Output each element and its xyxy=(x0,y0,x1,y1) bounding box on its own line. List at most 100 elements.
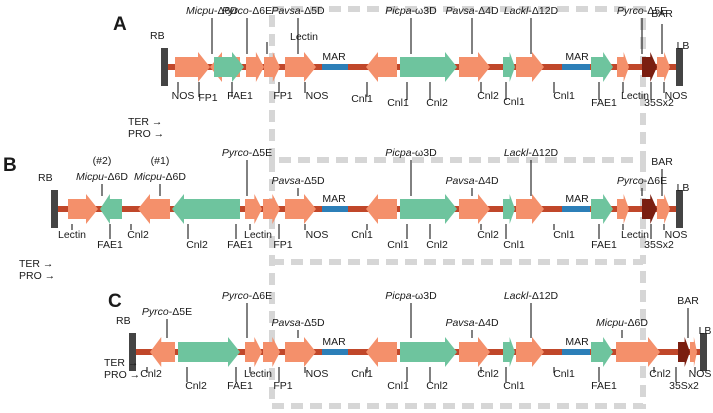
element-label-below: Lectin xyxy=(58,229,86,241)
element-label-below: Cnl2 xyxy=(185,380,207,392)
gene-arrow xyxy=(459,194,490,224)
gene-title: Micpu-Δ6D xyxy=(596,317,648,329)
element-label-below: FAE1 xyxy=(227,90,253,102)
gene-title: Pyrco-Δ6E xyxy=(617,175,667,187)
element-label-below: FAE1 xyxy=(227,380,253,392)
gene-title: Lackl-Δ12D xyxy=(504,5,559,17)
gene-arrow xyxy=(516,337,544,367)
promoter-legend: PRO → xyxy=(104,369,140,381)
element-label-below: NOS xyxy=(172,90,195,102)
promoter-arrow xyxy=(100,194,122,224)
promoter-arrow xyxy=(503,194,515,224)
left-border-block xyxy=(700,333,707,371)
right-border-block xyxy=(161,48,168,86)
gene-arrow xyxy=(616,337,660,367)
promoter-arrow xyxy=(400,194,457,224)
element-label-below: FAE1 xyxy=(591,380,617,392)
element-label-below: Cnl1 xyxy=(503,239,525,251)
element-label-above: MAR xyxy=(322,193,346,205)
gene-arrow xyxy=(690,337,697,367)
promoter-arrow xyxy=(400,52,457,82)
gene-arrow xyxy=(285,52,316,82)
gene-arrow xyxy=(246,52,264,82)
promoter-legend: PRO → xyxy=(19,270,55,282)
gene-title: Pavsa-Δ4D xyxy=(445,317,499,329)
gene-arrow xyxy=(366,194,397,224)
right-border-block xyxy=(129,333,136,371)
terminator-legend: TER → xyxy=(104,357,138,369)
mar-element xyxy=(562,64,590,70)
gene-copy-number: (#2) xyxy=(93,155,112,167)
element-label-below: Cnl1 xyxy=(351,229,373,241)
gene-arrow xyxy=(264,52,280,82)
element-label-below: Cnl2 xyxy=(127,229,149,241)
element-label-below: Cnl2 xyxy=(426,380,448,392)
element-label-below: FP1 xyxy=(273,90,292,102)
element-label-below: 35Sx2 xyxy=(644,239,674,251)
element-label-below: NOS xyxy=(306,229,329,241)
left-border-label: LB xyxy=(699,325,712,337)
promoter-arrow xyxy=(400,337,457,367)
element-label-below: NOS xyxy=(689,368,712,380)
gene-arrow xyxy=(657,194,670,224)
gene-title: Micpu-Δ6D xyxy=(134,171,186,183)
gene-arrow xyxy=(245,194,262,224)
mar-element xyxy=(562,349,590,355)
gene-title: Pyrco-Δ6E xyxy=(222,5,272,17)
left-border-label: LB xyxy=(677,40,690,52)
element-label-below: Cnl2 xyxy=(477,368,499,380)
gene-arrow xyxy=(285,337,316,367)
gene-title: BAR xyxy=(677,295,699,307)
gene-arrow xyxy=(245,337,262,367)
element-label-above: MAR xyxy=(565,51,589,63)
element-label-below: Cnl2 xyxy=(140,368,162,380)
gene-title: Lackl-Δ12D xyxy=(504,147,559,159)
element-label-above: MAR xyxy=(565,193,589,205)
gene-title: Pavsa-Δ4D xyxy=(445,175,499,187)
element-label-below: NOS xyxy=(665,229,688,241)
promoter-arrow xyxy=(503,337,515,367)
gene-title: Pavsa-Δ4D xyxy=(445,5,499,17)
mar-element xyxy=(322,206,348,212)
gene-title: Pavsa-Δ5D xyxy=(271,175,325,187)
promoter-legend: PRO → xyxy=(128,128,164,140)
element-label-below: Cnl1 xyxy=(387,380,409,392)
gene-title: BAR xyxy=(651,8,673,20)
right-border-label: RB xyxy=(116,315,131,327)
element-label-below: Lectin xyxy=(621,229,649,241)
element-label-below: Cnl2 xyxy=(649,368,671,380)
element-label-above: MAR xyxy=(565,336,589,348)
gene-arrow xyxy=(516,194,544,224)
element-label-above: MAR xyxy=(322,336,346,348)
element-label-below: NOS xyxy=(306,368,329,380)
element-label-below: Cnl2 xyxy=(477,229,499,241)
gene-title: Picpa-ω3D xyxy=(385,5,437,17)
element-label-above: Lectin xyxy=(290,31,318,43)
panel-letter: C xyxy=(108,291,122,312)
gene-arrow xyxy=(617,52,629,82)
element-label-below: 35Sx2 xyxy=(669,380,699,392)
gene-arrow xyxy=(263,337,280,367)
element-label-below: FAE1 xyxy=(227,239,253,251)
element-label-below: FP1 xyxy=(198,92,217,104)
gene-title: Pavsa-Δ5D xyxy=(271,5,325,17)
bar-gene-arrow xyxy=(642,52,657,82)
mar-element xyxy=(322,64,348,70)
gene-arrow xyxy=(175,52,210,82)
gene-title: Pyrco-Δ5E xyxy=(142,306,192,318)
gene-arrow xyxy=(68,194,98,224)
gene-arrow xyxy=(516,52,544,82)
gene-arrow xyxy=(459,337,490,367)
element-label-below: FP1 xyxy=(273,380,292,392)
gene-arrow xyxy=(263,194,280,224)
gene-title: Pyrco-Δ5E xyxy=(222,147,272,159)
promoter-arrow xyxy=(591,52,613,82)
promoter-arrow xyxy=(591,194,613,224)
element-label-below: NOS xyxy=(665,90,688,102)
element-label-below: FP1 xyxy=(273,239,292,251)
left-border-block xyxy=(676,48,683,86)
gene-arrow xyxy=(138,194,170,224)
promoter-arrow xyxy=(172,194,240,224)
element-label-below: Cnl2 xyxy=(477,90,499,102)
